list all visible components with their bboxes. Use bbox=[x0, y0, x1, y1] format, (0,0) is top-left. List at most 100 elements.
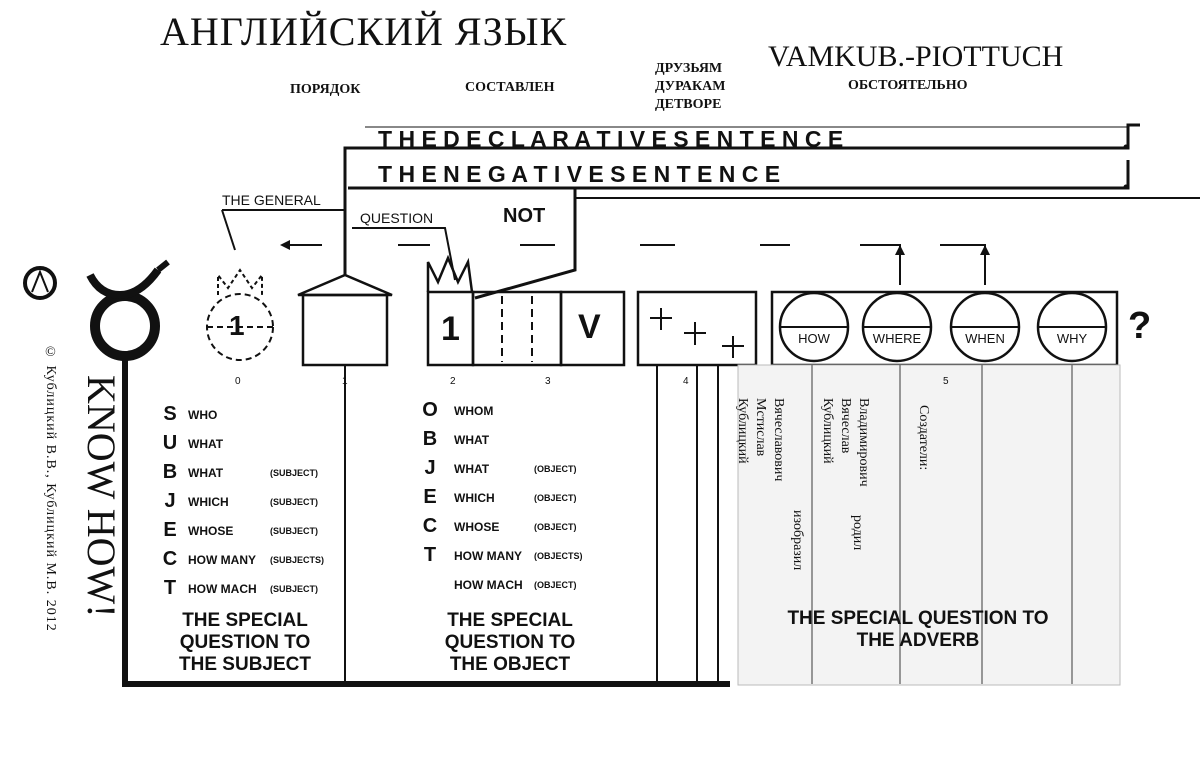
credit-creators: Создатели: bbox=[916, 405, 931, 471]
not-connector bbox=[474, 188, 577, 300]
list-item: E WHOSE (SUBJECT) bbox=[160, 516, 324, 545]
taurus-icon bbox=[90, 291, 160, 361]
question-word: WHAT bbox=[454, 461, 490, 476]
list-item: E WHICH (OBJECT) bbox=[420, 483, 583, 512]
copyright: © Кублицкий В.В., Кублицкий М.В. 2012 bbox=[43, 345, 58, 632]
question-branch bbox=[352, 227, 456, 281]
question-note: (OBJECT) bbox=[534, 579, 577, 590]
credit-col2-line-2: Вячеслав bbox=[838, 398, 853, 454]
header-friends-3: ДЕТВОРЕ bbox=[655, 97, 722, 112]
verb-label: V bbox=[578, 308, 601, 346]
credit-col1-line-2: Мстислав bbox=[753, 398, 768, 457]
object-question-list: O WHOM B WHAT J WHAT (OBJECT) E WHICH (O… bbox=[420, 396, 583, 599]
acrostic-letter: J bbox=[424, 457, 436, 479]
question-note: (SUBJECT) bbox=[270, 583, 319, 594]
question-note: (SUBJECT) bbox=[270, 525, 319, 536]
credit-col1-line-1: Кублицкий bbox=[735, 398, 750, 464]
adverb-how: HOW bbox=[798, 331, 830, 346]
question-word: WHOSE bbox=[454, 519, 500, 534]
list-item: S WHO bbox=[160, 400, 324, 429]
question-word: WHAT bbox=[454, 432, 490, 447]
acrostic-letter: E bbox=[163, 519, 177, 541]
acrostic-letter: B bbox=[162, 461, 178, 483]
special-adverb-line-1: THE SPECIAL QUESTION TO bbox=[787, 608, 1049, 629]
special-object-line-3: THE OBJECT bbox=[449, 654, 571, 675]
header-order: ПОРЯДОК bbox=[290, 82, 361, 97]
page-title: АНГЛИЙСКИЙ ЯЗЫК bbox=[160, 9, 568, 54]
list-item: O WHOM bbox=[420, 396, 583, 425]
list-item: T HOW MANY (OBJECTS) bbox=[420, 541, 583, 570]
credit-col2-line-1: Кублицкий bbox=[820, 398, 835, 464]
question-mark: ? bbox=[1128, 305, 1152, 347]
col-number-0: 0 bbox=[235, 376, 241, 387]
list-item: T HOW MACH (SUBJECT) bbox=[160, 574, 324, 603]
question-word: WHAT bbox=[188, 436, 224, 451]
not-label: NOT bbox=[503, 205, 546, 227]
acrostic-letter: C bbox=[162, 548, 178, 570]
question-word: WHICH bbox=[454, 490, 495, 505]
acrostic-letter: J bbox=[164, 490, 176, 512]
col-number-2: 2 bbox=[450, 376, 456, 387]
special-adverb-line-2: THE ADVERB bbox=[856, 630, 980, 651]
question-word: HOW MANY bbox=[188, 552, 256, 567]
list-item: C WHOSE (OBJECT) bbox=[420, 512, 583, 541]
list-item: B WHAT (SUBJECT) bbox=[160, 458, 324, 487]
question-word: WHOSE bbox=[188, 523, 234, 538]
question-word: HOW MACH bbox=[188, 581, 257, 596]
know-how: KNOW HOW! bbox=[79, 375, 124, 618]
acrostic-letter: C bbox=[422, 515, 438, 537]
adverb-why: WHY bbox=[1056, 331, 1088, 346]
subject-house bbox=[301, 293, 389, 367]
adverb-when: WHEN bbox=[965, 331, 1005, 346]
header-composed: СОСТАВЛЕН bbox=[465, 80, 555, 95]
question-word: HOW MANY bbox=[454, 548, 522, 563]
special-object-title: THE SPECIAL QUESTION TO THE OBJECT bbox=[425, 610, 595, 676]
credit-col1-verb: изобразил bbox=[790, 510, 805, 571]
adverb-where: WHERE bbox=[872, 331, 922, 346]
special-subject-line-1: THE SPECIAL bbox=[182, 610, 308, 631]
question-note: (SUBJECT) bbox=[270, 467, 319, 478]
col-number-4: 4 bbox=[683, 376, 689, 387]
acrostic-letter: O bbox=[422, 399, 438, 421]
special-subject-line-3: THE SUBJECT bbox=[179, 654, 311, 675]
general-down bbox=[221, 209, 236, 251]
header-friends: ДРУЗЬЯМ ДУРАКАМ ДЕТВОРЕ bbox=[655, 60, 725, 114]
aux-one: 1 bbox=[441, 310, 460, 348]
credit-col2-line-3: Владимирович bbox=[856, 398, 871, 487]
negative-sentence-label: T H E N E G A T I V E S E N T E N C E bbox=[378, 161, 781, 187]
list-item: C HOW MANY (SUBJECTS) bbox=[160, 545, 324, 574]
list-item: B WHAT bbox=[420, 425, 583, 454]
header-friends-1: ДРУЗЬЯМ bbox=[655, 61, 723, 76]
special-subject-line-2: QUESTION TO bbox=[179, 632, 311, 653]
special-subject-title: THE SPECIAL QUESTION TO THE SUBJECT bbox=[160, 610, 330, 676]
col-number-5: 5 bbox=[943, 376, 949, 387]
acrostic-letter: E bbox=[423, 486, 437, 508]
special-object-line-2: QUESTION TO bbox=[444, 632, 576, 653]
list-item: HOW MACH (OBJECT) bbox=[420, 570, 583, 599]
acrostic-letter: B bbox=[422, 428, 438, 450]
question-note: (SUBJECT) bbox=[270, 496, 319, 507]
question-note: (SUBJECTS) bbox=[270, 554, 325, 565]
question-word: HOW MACH bbox=[454, 577, 523, 592]
subject-question-list: S WHO U WHAT B WHAT (SUBJECT) J WHICH (S… bbox=[160, 400, 324, 603]
question-note: (OBJECT) bbox=[534, 463, 577, 474]
col-number-3: 3 bbox=[545, 376, 551, 387]
declarative-sentence-label: T H E D E C L A R A T I V E S E N T E N … bbox=[378, 126, 844, 152]
credit-col2-verb: родил bbox=[850, 515, 865, 551]
general-one: 1 bbox=[229, 310, 245, 341]
general-label: THE GENERAL bbox=[222, 192, 321, 208]
question-note: (OBJECT) bbox=[534, 492, 577, 503]
brand: VAMKUB.-PIOTTUCH bbox=[768, 40, 1064, 73]
special-adverb-title: THE SPECIAL QUESTION TO THE ADVERB bbox=[758, 608, 1078, 652]
special-object-line-1: THE SPECIAL bbox=[447, 610, 573, 631]
acrostic-letter: U bbox=[162, 432, 178, 454]
question-word: WHAT bbox=[188, 465, 224, 480]
object-box bbox=[636, 290, 758, 367]
col-number-1: 1 bbox=[342, 376, 348, 387]
question-note: (OBJECT) bbox=[534, 521, 577, 532]
list-item: U WHAT bbox=[160, 429, 324, 458]
header-thoroughly: ОБСТОЯТЕЛЬНО bbox=[848, 78, 968, 93]
credit-col1-line-3: Вячеславович bbox=[771, 398, 786, 482]
compass-icon bbox=[23, 266, 57, 300]
